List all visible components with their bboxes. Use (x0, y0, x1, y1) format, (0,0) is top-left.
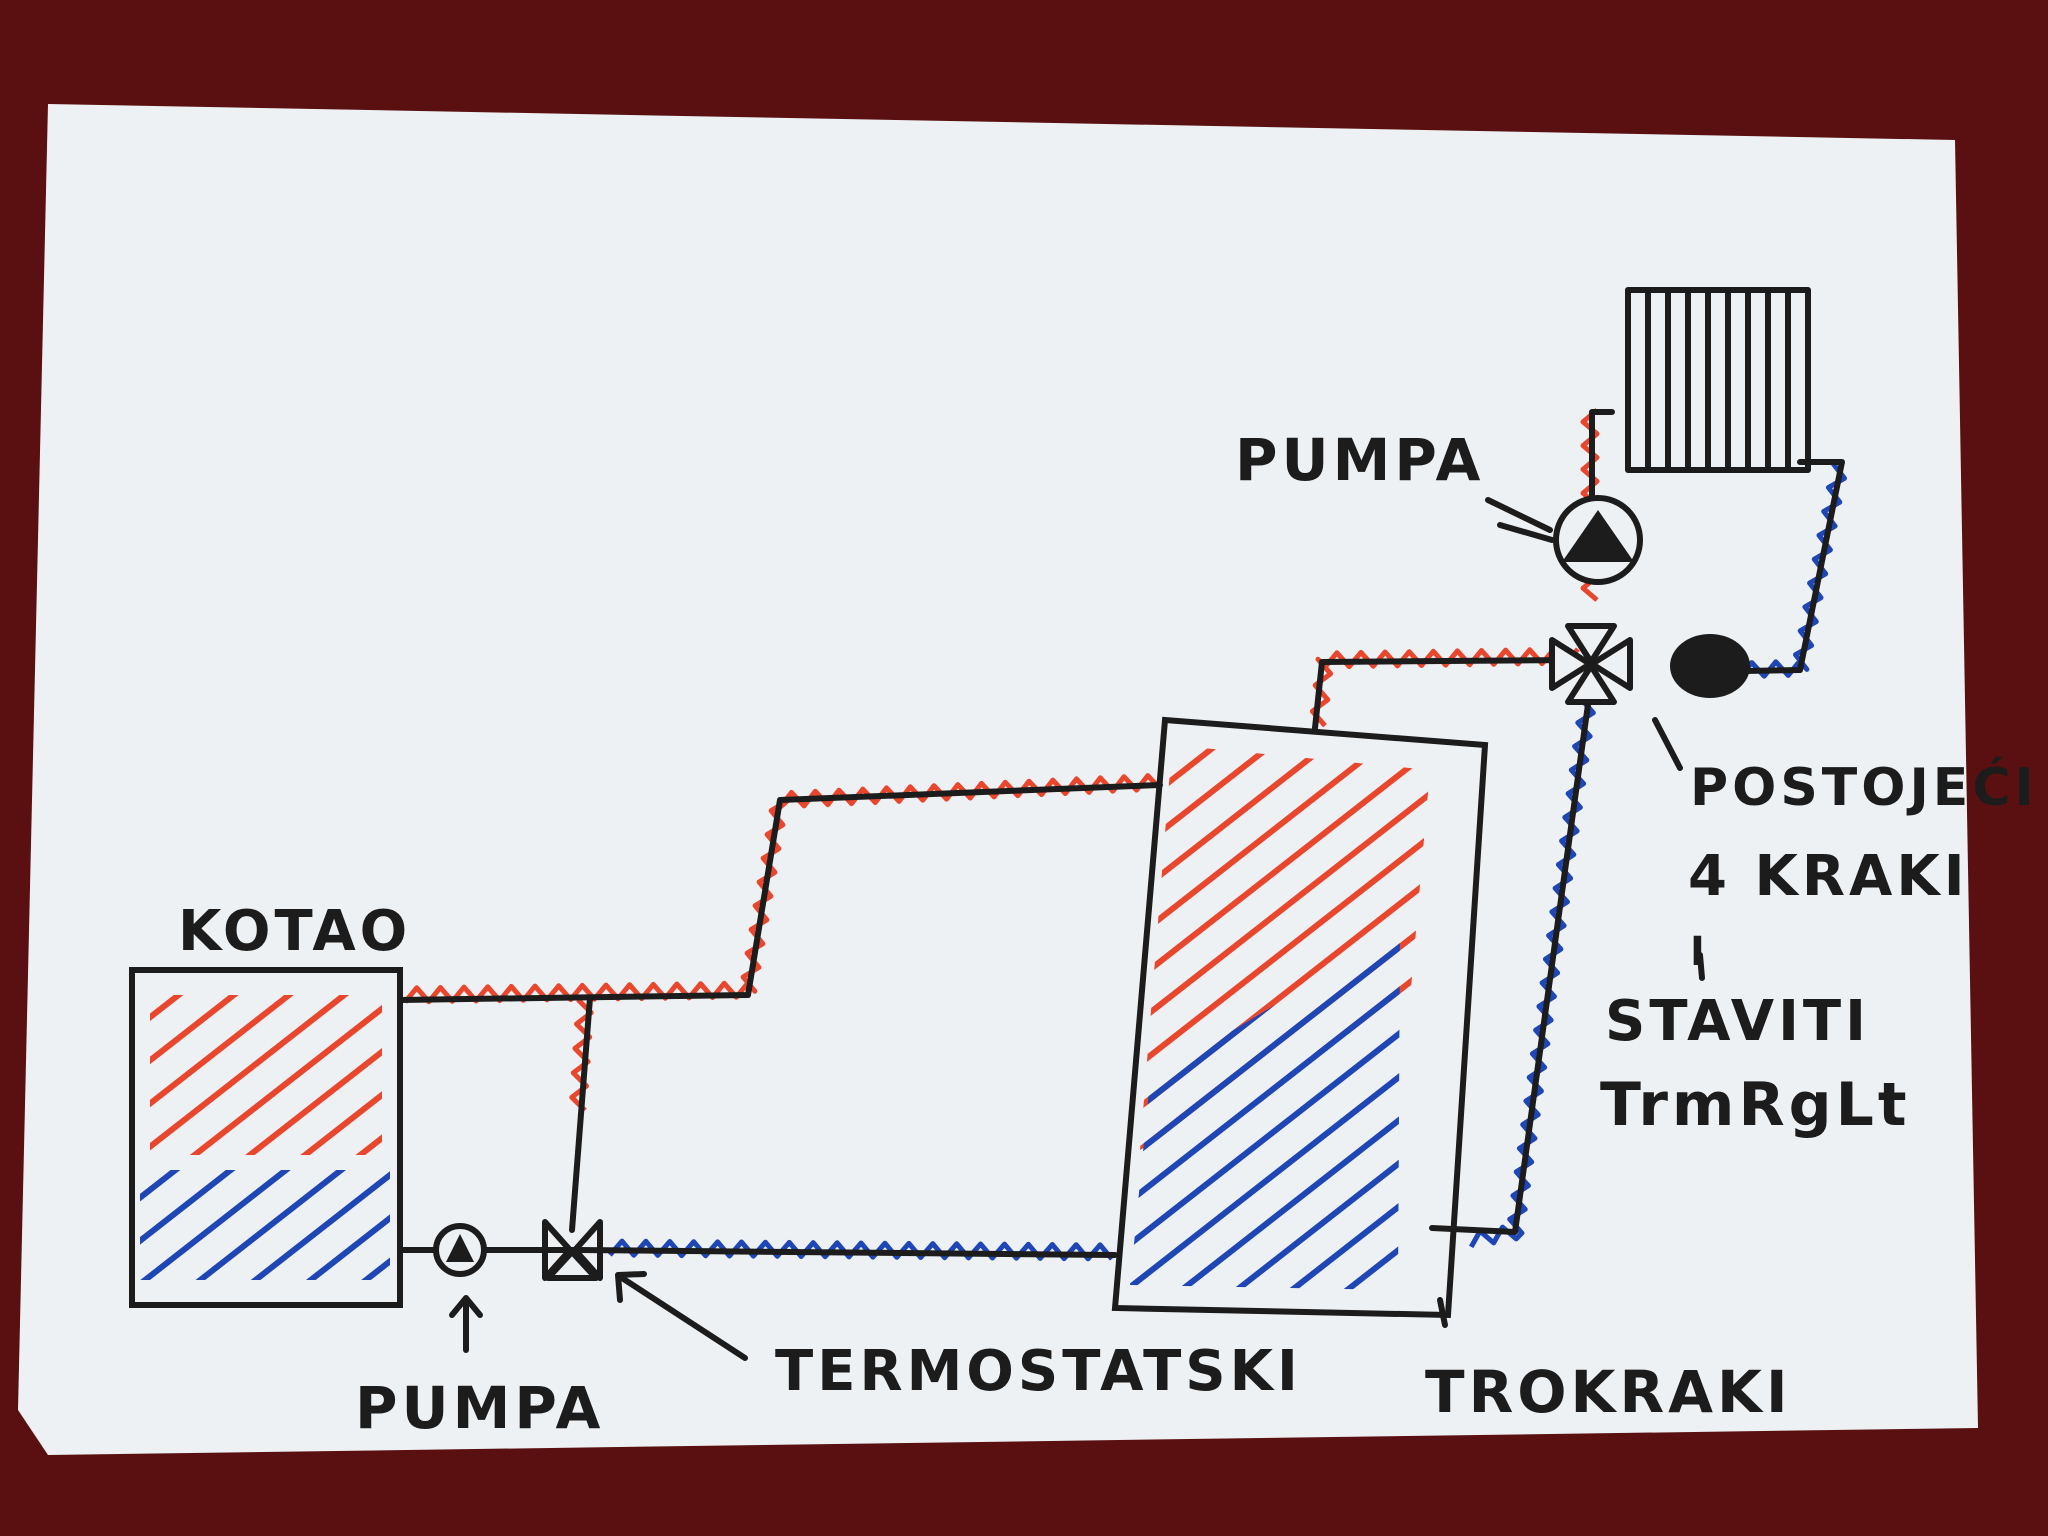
arrow-up-icon (449, 1295, 483, 1318)
arrow-left-icon (615, 1271, 647, 1303)
note-line-1: POSTOJEĆI (1690, 756, 2038, 818)
annotation-arrows (449, 497, 1705, 1361)
note-line-5: TrmRgLt (1600, 1070, 1911, 1140)
boiler-hot-zone (150, 995, 382, 1155)
hot-pipe-bypass (569, 997, 594, 1113)
thermostatic-valve-label: TERMOSTATSKI (775, 1339, 1302, 1404)
boiler (129, 967, 403, 1308)
note-line-3: I (1690, 929, 1709, 975)
cold-pipe-return (608, 1238, 1114, 1262)
radiator-icon (1625, 287, 1811, 473)
three-way-valve-label: TROKRAKI (1425, 1358, 1792, 1426)
note-line-4: STAVITI (1605, 989, 1870, 1054)
note-line-2: 4 KRAKI (1688, 844, 1969, 909)
fitting-ball-icon (1670, 634, 1750, 698)
boiler-label: KOTAO (178, 899, 411, 964)
four-way-valve-icon (1549, 623, 1633, 705)
storage-tank (1111, 716, 1489, 1319)
boiler-cold-zone (140, 1170, 390, 1280)
pump-bottom-label: PUMPA (355, 1374, 604, 1442)
paper-sheet (18, 104, 1978, 1455)
pump-bottom-icon (433, 1223, 487, 1277)
tank-cold-zone (1130, 930, 1400, 1290)
pump-top-icon (1553, 495, 1643, 585)
thermostatic-valve-icon (542, 1219, 603, 1281)
pump-top-label: PUMPA (1235, 426, 1484, 494)
